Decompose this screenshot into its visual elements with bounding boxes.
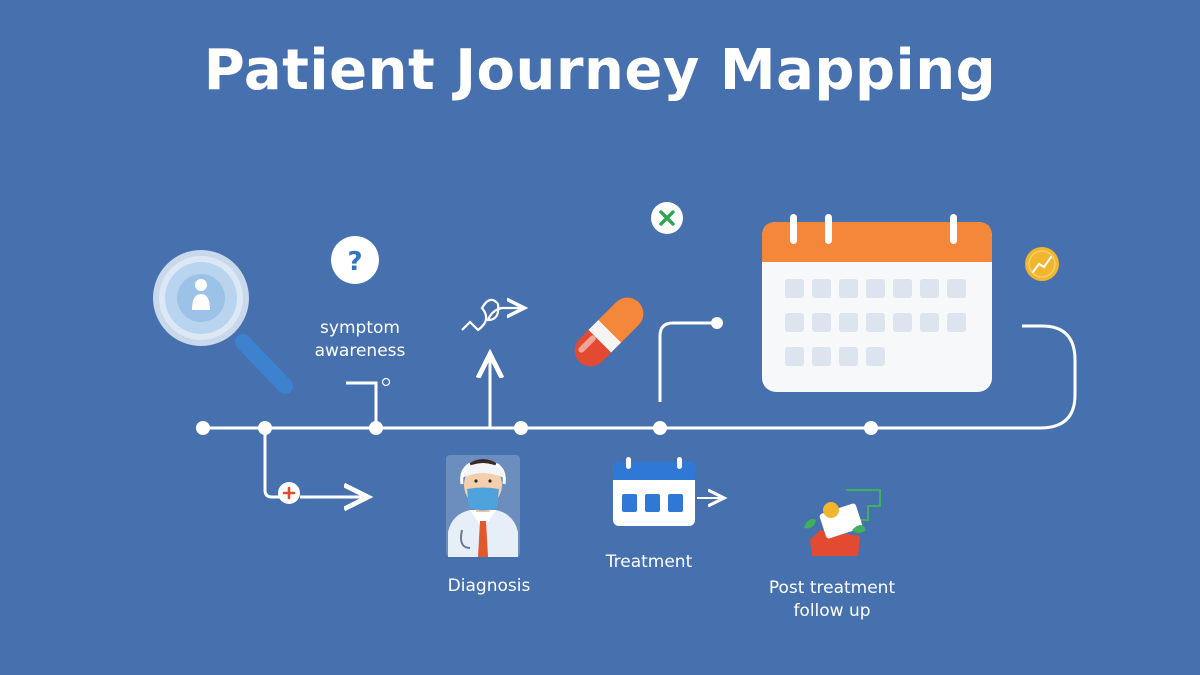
stage-label-symptom-awareness: symptom awareness	[300, 317, 420, 363]
timeline-node	[864, 421, 878, 435]
timeline	[203, 321, 1077, 499]
x-icon	[651, 202, 683, 234]
post-treatment-line-1: Post treatment	[768, 578, 896, 598]
followup-chart-icon	[804, 489, 881, 556]
medical-plus-icon	[278, 482, 300, 504]
treatment-connector	[658, 321, 716, 402]
squiggle-arrow-icon	[461, 300, 520, 332]
stage-label-post-treatment: Post treatment follow up	[752, 577, 912, 623]
timeline-node	[711, 317, 723, 329]
timeline-node	[258, 421, 272, 435]
symptom-connector	[346, 381, 378, 428]
stage-label-diagnosis: Diagnosis	[447, 576, 531, 596]
timeline-node	[653, 421, 667, 435]
question-icon: ?	[331, 236, 379, 284]
timeline-node	[196, 421, 210, 435]
chart-coin-icon	[1025, 247, 1059, 281]
stage-label-treatment: Treatment	[605, 552, 693, 572]
timeline-nodes	[196, 317, 878, 435]
pill-icon	[574, 297, 644, 367]
post-treatment-line-2: follow up	[793, 601, 871, 621]
symptom-line-2: awareness	[314, 341, 406, 361]
small-marker-icon	[381, 377, 391, 387]
magnifier-patient-icon	[153, 250, 293, 394]
calendar-icon	[762, 214, 992, 392]
timeline-loop	[1022, 324, 1077, 430]
timeline-node	[369, 421, 383, 435]
svg-text:?: ?	[347, 247, 362, 277]
small-calendar-icon	[613, 457, 720, 526]
branch-down	[263, 428, 290, 499]
symptom-line-1: symptom	[320, 318, 400, 338]
page-title: Patient Journey Mapping	[203, 38, 997, 103]
doctor-icon	[446, 455, 520, 557]
timeline-node	[514, 421, 528, 435]
